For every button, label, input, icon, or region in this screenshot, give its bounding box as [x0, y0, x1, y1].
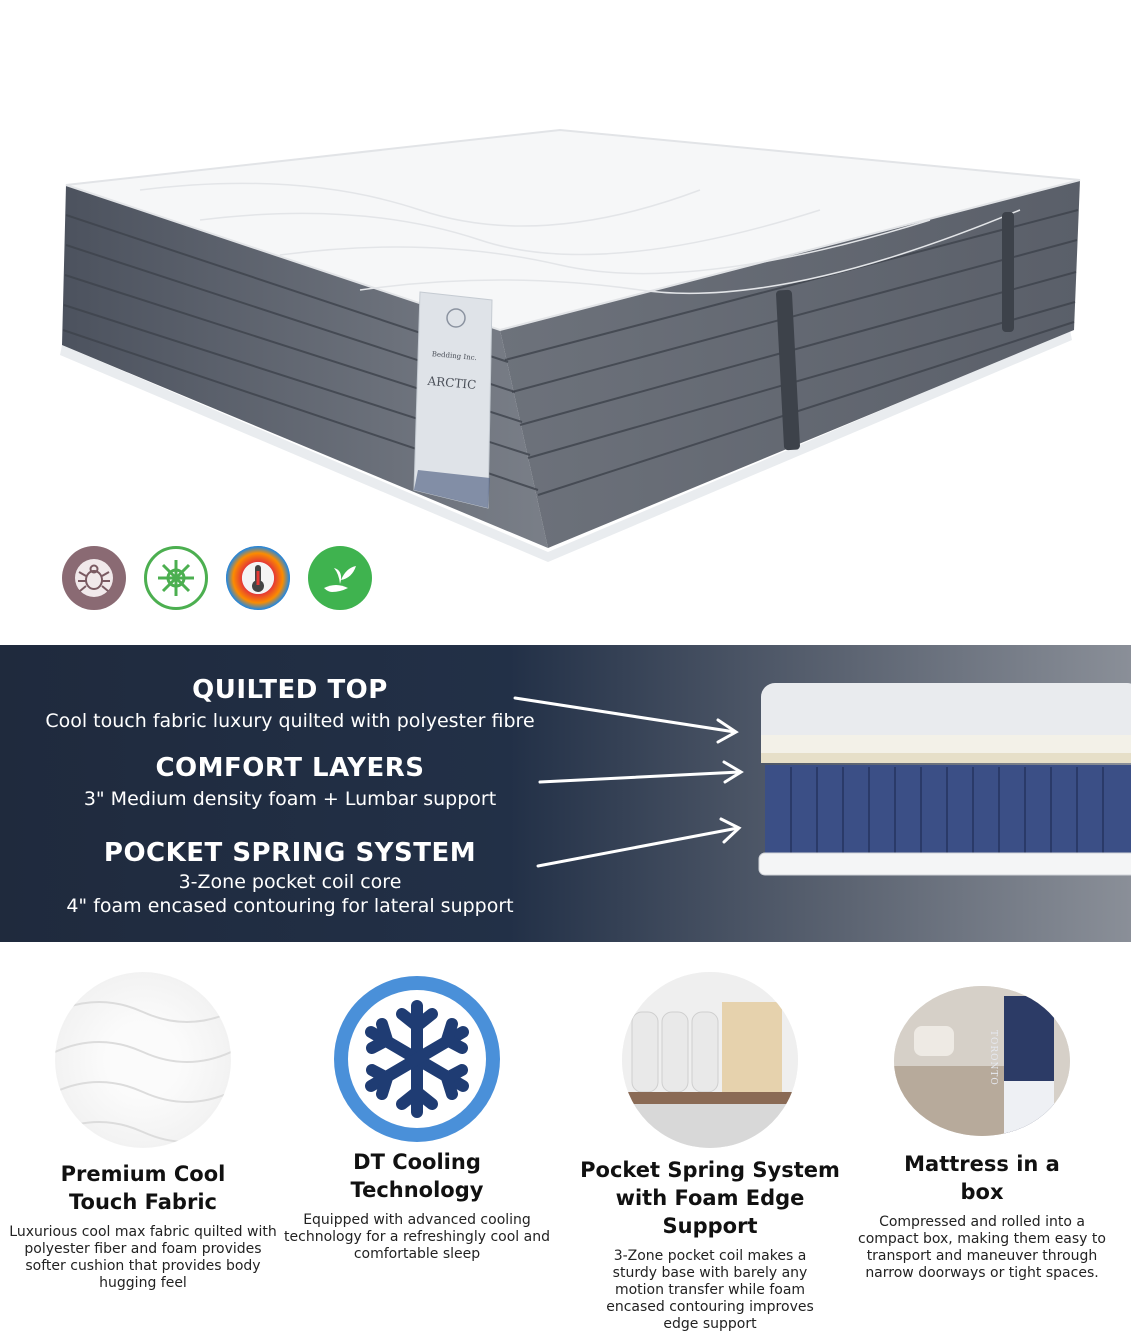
layer-description-line: 4" foam encased contouring for lateral s… — [66, 895, 514, 917]
mattress-image — [60, 128, 1081, 562]
layer-quilted-top: QUILTED TOP Cool touch fabric luxury qui… — [0, 675, 580, 733]
arrow-quilted-top — [513, 696, 737, 734]
layer-description-line: 3-Zone pocket coil core — [178, 871, 402, 893]
hero-section: Bedding Inc. ARCTIC — [0, 0, 1131, 640]
layer-title: QUILTED TOP — [192, 675, 388, 705]
feature-description: Luxurious cool max fabric quilted with p… — [9, 1224, 277, 1291]
feature-title-line: box — [960, 1180, 1004, 1204]
eco-friendly-plant-icon — [308, 546, 372, 610]
box-label-overlay: TORONTO — [988, 1030, 998, 1086]
feature-description: Equipped with advanced cooling technolog… — [284, 1212, 550, 1262]
mattress-cross-section-image — [758, 683, 1131, 876]
layer-comfort: COMFORT LAYERS 3" Medium density foam + … — [0, 753, 580, 811]
feature-title-line: Mattress in a — [904, 1152, 1060, 1176]
temperature-control-icon — [226, 546, 290, 610]
layer-title: COMFORT LAYERS — [155, 753, 425, 783]
layer-arrows — [513, 696, 744, 868]
feature-description: 3-Zone pocket coil makes a sturdy base w… — [606, 1248, 814, 1332]
layer-description: Cool touch fabric luxury quilted with po… — [45, 710, 535, 732]
pocket-coil-image — [622, 972, 798, 1148]
feature-title-line: Technology — [350, 1178, 484, 1202]
feature-title-line: with Foam Edge Support — [615, 1186, 805, 1238]
anti-dust-mite-icon — [62, 546, 126, 610]
feature-description: Compressed and rolled into a compact box… — [858, 1214, 1106, 1281]
snowflake-icon — [332, 974, 502, 1144]
breathable-airflow-icon — [144, 546, 208, 610]
feature-pocket-spring: Pocket Spring System with Foam Edge Suppo… — [568, 960, 852, 1333]
arrow-pocket-spring — [536, 826, 740, 868]
layer-pocket-spring: POCKET SPRING SYSTEM 3-Zone pocket coil … — [0, 838, 580, 918]
arrow-comfort-layers — [538, 770, 742, 784]
quilted-fabric-image — [55, 972, 231, 1148]
brand-label — [413, 291, 493, 509]
mattress-layers-section: QUILTED TOP Cool touch fabric luxury qui… — [0, 645, 1131, 942]
feature-badges — [62, 546, 372, 610]
layer-title: POCKET SPRING SYSTEM — [103, 838, 477, 868]
boxed-mattress-image — [894, 986, 1070, 1136]
feature-title-line: Touch Fabric — [69, 1190, 217, 1214]
feature-title-line: Premium Cool — [60, 1162, 226, 1186]
feature-title-line: Pocket Spring System — [580, 1158, 840, 1182]
feature-mattress-in-box: Mattress in a box Compressed and rolled i… — [842, 960, 1122, 1282]
feature-title-line: DT Cooling — [353, 1150, 481, 1174]
layer-description: 3" Medium density foam + Lumbar support — [83, 788, 497, 810]
